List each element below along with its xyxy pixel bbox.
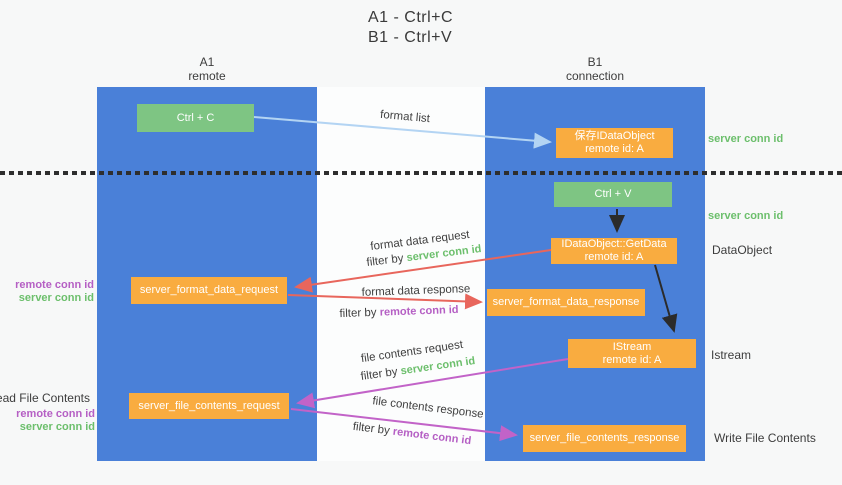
ctrl-v-box: Ctrl + V [554,182,672,207]
lane-a1-role: remote [188,69,226,83]
lane-a1-name: A1 [199,55,215,69]
server-file-contents-response-label: server_file_contents_response [529,432,680,444]
lane-b1-name: B1 [587,55,603,69]
title-line-a1: A1 - Ctrl+C [368,9,454,26]
filter-by-text: filter by [339,306,377,321]
save-idataobject-box: 保存IDataObject remote id: A [556,128,673,158]
lane-b1-role: connection [565,69,625,83]
ctrl-c-label: Ctrl + C [176,111,215,124]
istream-remote-id: remote id: A [602,353,662,366]
ctrl-c-box: Ctrl + C [137,104,254,132]
istream-box: IStream remote id: A [568,339,696,368]
idataobject-getdata-box: IDataObject::GetData remote id: A [551,238,677,264]
dotted-separator-line [0,171,842,175]
server-file-contents-request-label: server_file_contents_request [138,399,280,412]
save-idataobject-title: 保存IDataObject [574,130,655,142]
right-label-server-conn-id-mid: server conn id [708,210,784,222]
server-format-data-response-box: server_format_data_response [487,289,645,316]
server-format-data-request-label: server_format_data_request [139,284,279,296]
right-label-istream: Istream [711,348,752,362]
right-label-server-conn-id-top: server conn id [708,133,784,145]
ctrl-v-label: Ctrl + V [594,188,632,200]
lane-header-b1: B1 connection [485,55,705,83]
server-format-data-request-box: server_format_data_request [131,277,287,304]
istream-title: IStream [612,340,652,353]
title-line-b1: B1 - Ctrl+V [368,29,453,46]
left-label-remote-conn-id-bottom: remote conn id [16,408,95,420]
left-label-server-conn-id-bottom: server conn id [19,421,95,433]
server-file-contents-request-box: server_file_contents_request [129,393,289,419]
left-label-read-file-contents: Read File Contents [0,391,90,405]
server-format-data-response-label: server_format_data_response [492,296,640,308]
diagram-title: A1 - Ctrl+C B1 - Ctrl+V [368,8,453,48]
right-label-write-file-contents: Write File Contents [714,431,816,445]
server-file-contents-response-box: server_file_contents_response [523,425,686,452]
lane-header-a1: A1 remote [97,55,317,83]
left-label-server-conn-id-top: server conn id [18,292,94,304]
idataobject-getdata-remote-id: remote id: A [584,251,644,263]
left-label-remote-conn-id-top: remote conn id [15,279,94,291]
right-label-dataobject: DataObject [712,243,773,257]
idataobject-getdata-title: IDataObject::GetData [561,238,667,250]
save-idataobject-remote-id: remote id: A [585,143,644,155]
